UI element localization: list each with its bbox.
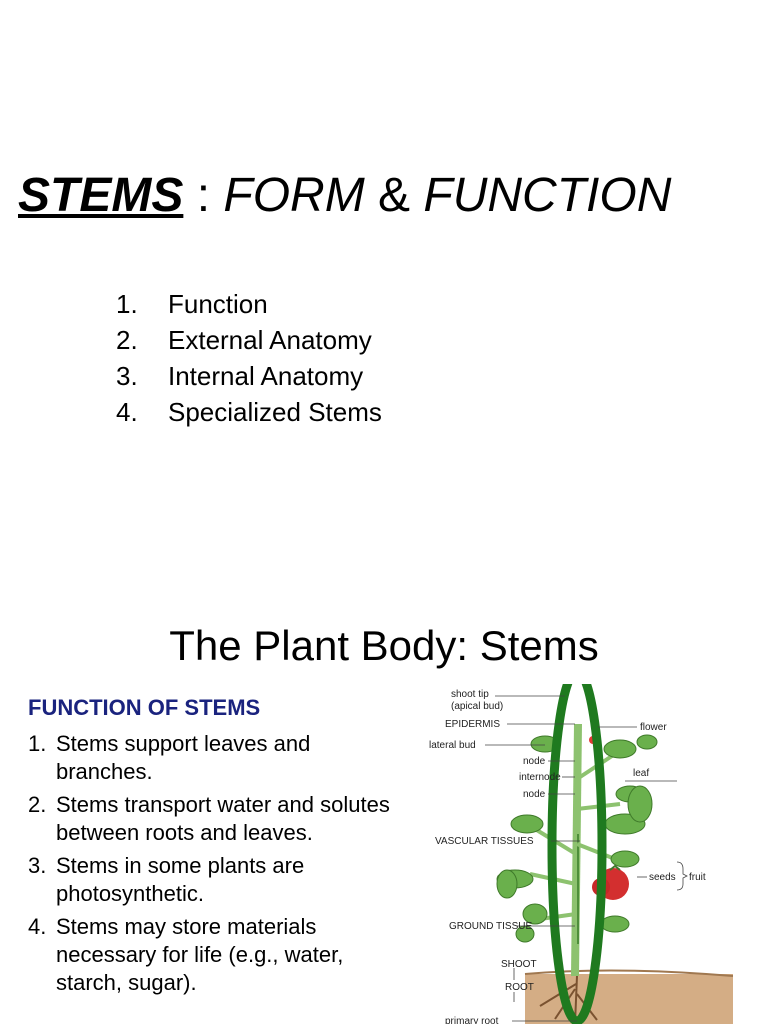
label-node-top: node <box>523 756 546 767</box>
leaves <box>496 734 658 943</box>
plant-diagram: shoot tip (apical bud) EPIDERMIS lateral… <box>415 684 733 1024</box>
function-item: 4.Stems may store materials necessary fo… <box>28 914 344 995</box>
outline-item: 4.Specialized Stems <box>116 397 382 427</box>
label-leaf: leaf <box>633 768 649 779</box>
stem <box>571 723 582 977</box>
label-internode: internode <box>519 772 561 783</box>
label-lateral-bud: lateral bud <box>429 740 476 751</box>
title-form: FORM <box>223 169 365 222</box>
label-ground-tissue: GROUND TISSUE <box>449 921 532 932</box>
title-stems: STEMS <box>18 169 184 222</box>
label-primary-root: primary root <box>445 1016 499 1024</box>
slide-2: The Plant Body: Stems FUNCTION OF STEMS … <box>0 580 768 1024</box>
topic-outline: 1.Function 2.External Anatomy 3.Internal… <box>116 286 382 430</box>
slide-1-title: STEMS : FORM & FUNCTION <box>18 168 671 223</box>
label-vascular-tissues: VASCULAR TISSUES <box>435 836 534 847</box>
title-function: FUNCTION <box>423 169 672 222</box>
title-ampersand: & <box>378 169 411 222</box>
slide-1: STEMS : FORM & FUNCTION 1.Function 2.Ext… <box>18 168 671 430</box>
function-item: 3.Stems in some plants are photosyntheti… <box>28 853 305 906</box>
label-node-bottom: node <box>523 789 546 800</box>
label-flower: flower <box>640 722 667 733</box>
function-list: 1.Stems support leaves and branches. 2.S… <box>28 730 398 1002</box>
outline-item: 1.Function <box>116 289 268 319</box>
outline-item: 2.External Anatomy <box>116 325 372 355</box>
title-separator: : <box>196 169 211 222</box>
slide-2-title: The Plant Body: Stems <box>169 622 599 669</box>
function-subheading: FUNCTION OF STEMS <box>28 695 261 720</box>
label-seeds: seeds <box>649 872 676 883</box>
function-item: 2.Stems transport water and solutes betw… <box>28 792 390 845</box>
label-root: ROOT <box>505 982 534 993</box>
label-epidermis: EPIDERMIS <box>445 719 500 730</box>
function-item: 1.Stems support leaves and branches. <box>28 731 311 784</box>
label-shoot-tip: shoot tip <box>451 689 489 700</box>
outline-item: 3.Internal Anatomy <box>116 361 364 391</box>
label-shoot: SHOOT <box>501 959 537 970</box>
label-fruit: fruit <box>689 872 706 883</box>
label-apical-bud: (apical bud) <box>451 701 503 712</box>
